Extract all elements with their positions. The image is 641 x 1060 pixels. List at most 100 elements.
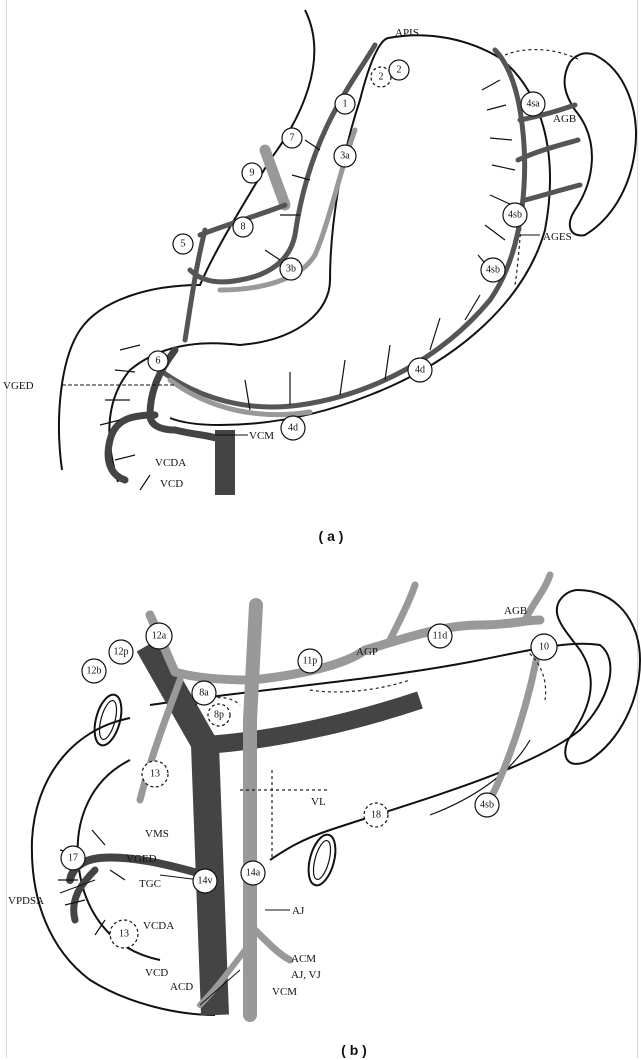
svg-text:11p: 11p [303,656,318,667]
vcm-branch-a [175,430,222,440]
svg-text:3b: 3b [286,264,296,275]
label-tgc: TGC [139,878,161,890]
celiac-branches-b [175,650,365,680]
svg-text:9: 9 [250,168,255,179]
svg-text:3a: 3a [340,151,350,162]
node-4d-1: 4d [408,358,432,382]
svg-text:5: 5 [181,239,186,250]
node-2-dashed: 2 [371,67,391,87]
label-vcd-b: VCD [145,967,168,979]
node-8p: 8p [208,704,230,726]
svg-text:8: 8 [241,222,246,233]
label-vged-b: VGED [126,853,157,865]
svg-text:4d: 4d [415,365,425,376]
svg-text:4sb: 4sb [480,800,494,811]
svg-text:12b: 12b [87,666,102,677]
svg-text:4sb: 4sb [486,265,500,276]
node-13-lower: 13 [110,920,138,948]
node-1: 1 [335,94,355,114]
node-3b: 3b [280,258,302,280]
svg-text:4sb: 4sb [508,210,522,221]
node-12p: 12p [109,640,133,664]
svg-text:10: 10 [539,642,549,653]
4sb-artery-b [490,640,540,800]
svg-text:7: 7 [290,133,295,144]
svg-text:12a: 12a [152,631,167,642]
svg-text:2: 2 [397,65,402,76]
node-5: 5 [173,234,193,254]
duodenal-stump-1-inner [96,699,120,741]
dotted-line-agb [505,50,580,60]
svg-text:14a: 14a [246,868,261,879]
caption-a: ( a ) [319,528,344,544]
label-agb-b: AGB [504,605,527,617]
svg-text:2: 2 [379,72,384,83]
svg-text:18: 18 [371,810,381,821]
gastric-branches [245,80,515,410]
node-11d: 11d [428,624,452,648]
node-4sb-2: 4sb [481,258,505,282]
node-3a: 3a [334,145,356,167]
acm-branch [255,930,290,960]
node-8: 8 [233,217,253,237]
svg-text:4sa: 4sa [526,99,540,110]
panel-a: 2 2 1 7 3a 9 8 5 3b 4sa 4sb 4sb 6 4d 4d … [3,10,636,544]
node-7: 7 [282,128,302,148]
node-12a: 12a [146,623,172,649]
label-vpdsa: VPDSA [8,895,44,907]
node-10: 10 [531,634,557,660]
svg-text:17: 17 [68,853,78,864]
spleen-a [565,53,636,235]
duodenal-stump-1 [90,692,127,748]
label-agb-a: AGB [553,113,576,125]
node-13-upper: 13 [142,761,168,787]
caption-b: ( b ) [341,1042,367,1058]
jejunum-stump [304,832,341,888]
celiac-trunk-a [265,150,285,205]
node-4sb-b: 4sb [475,793,499,817]
node-4d-2: 4d [281,416,305,440]
node-14v: 14v [193,869,217,893]
label-vcm-b: VCM [272,986,297,998]
jejunum-stump-inner [310,839,334,881]
label-vms: VMS [145,828,169,840]
dashed-splenic-zone [310,680,410,692]
svg-text:12p: 12p [114,647,129,658]
node-4sb-1: 4sb [503,203,527,227]
svg-text:8a: 8a [199,688,209,699]
panel-b: 12a 12p 12b 8a 8p 11p 11d 10 13 18 4sb 1… [8,575,640,1058]
node-17: 17 [61,846,85,870]
label-ajvj: AJ, VJ [291,969,321,981]
svg-text:11d: 11d [433,631,448,642]
vcda-vein-a [108,415,155,480]
svg-text:4d: 4d [288,423,298,434]
svg-text:13: 13 [150,769,160,780]
agb-artery-b [525,575,550,620]
label-agp: AGP [356,646,378,658]
node-2: 2 [389,60,409,80]
greater-curvature-arcade-2 [170,380,310,415]
node-4sa: 4sa [521,92,545,116]
svg-text:8p: 8p [214,710,224,721]
label-apis: APIS [395,27,419,39]
label-acm: ACM [291,953,316,965]
svg-text:13: 13 [119,929,129,940]
label-aj: AJ [292,905,305,917]
label-vged-a: VGED [3,380,34,392]
label-vcd-a: VCD [160,478,183,490]
node-14a: 14a [241,861,265,885]
node-18: 18 [364,803,388,827]
node-12b: 12b [82,659,106,683]
svg-text:14v: 14v [198,876,213,887]
aorta-stub [250,605,256,720]
node-6: 6 [148,351,168,371]
node-11p: 11p [298,649,322,673]
label-ages: AGES [543,231,572,243]
svg-text:6: 6 [156,356,161,367]
spleen-b [557,590,640,764]
svg-text:1: 1 [343,99,348,110]
label-vcda-a: VCDA [155,457,186,469]
label-vcda-b: VCDA [143,920,174,932]
label-acd: ACD [170,981,193,993]
